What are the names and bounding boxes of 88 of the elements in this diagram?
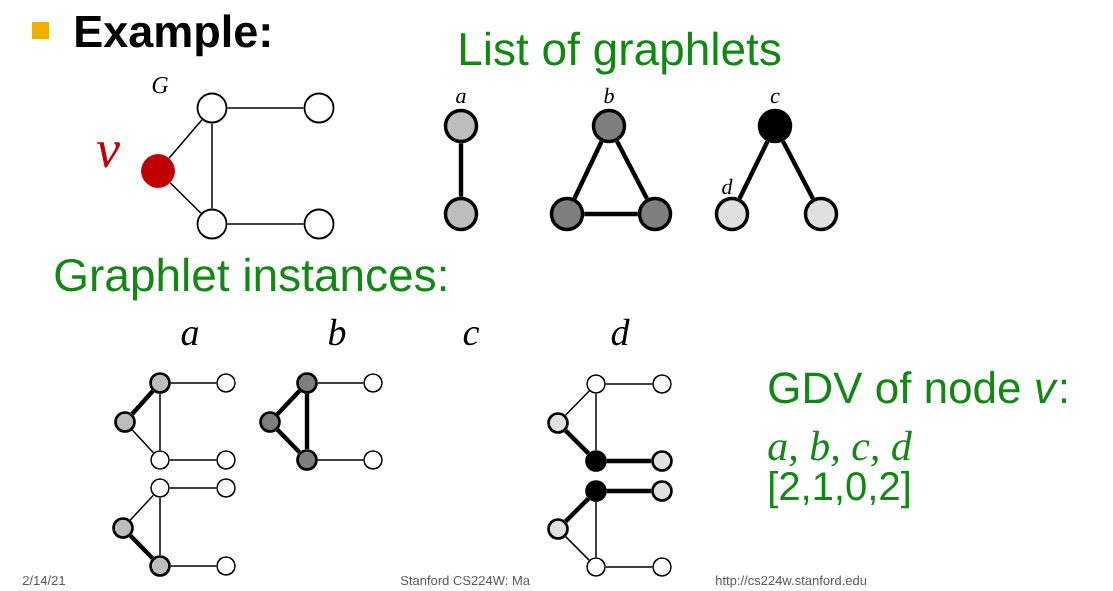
graph-node bbox=[651, 450, 673, 472]
graph-node bbox=[586, 374, 606, 394]
graph-edge bbox=[169, 487, 217, 489]
graph-edge bbox=[169, 182, 202, 214]
graph-edge bbox=[606, 488, 652, 494]
graph-node bbox=[149, 555, 171, 577]
orbit-letter: d bbox=[722, 178, 733, 195]
graph-node bbox=[652, 557, 672, 577]
slide-title: Example: bbox=[76, 14, 269, 57]
graph-edge bbox=[304, 393, 310, 450]
graph-node bbox=[637, 196, 673, 232]
graph-edge bbox=[595, 393, 597, 451]
graph-node bbox=[216, 556, 236, 576]
graph-node bbox=[259, 411, 281, 433]
graph-node bbox=[112, 517, 134, 539]
graph-node bbox=[296, 372, 318, 394]
graph-node bbox=[443, 196, 479, 232]
graph-node bbox=[586, 557, 606, 577]
orbit-letter: a bbox=[456, 92, 466, 104]
graph-node bbox=[150, 478, 170, 498]
graph-node bbox=[547, 518, 569, 540]
column-letter: d bbox=[611, 318, 630, 346]
graph-edge bbox=[226, 223, 305, 225]
graph-edge bbox=[615, 140, 649, 200]
graph-edge bbox=[564, 390, 590, 416]
footer-text: Stanford CS224W: Ma bbox=[400, 575, 530, 586]
heading: Graphlet instances: bbox=[55, 257, 446, 301]
graph-edge bbox=[129, 494, 155, 521]
graph-node bbox=[216, 478, 236, 498]
gdv-vector: [2,1,0,2] bbox=[770, 471, 909, 509]
graph-edge bbox=[159, 497, 161, 556]
graph-node bbox=[149, 372, 171, 394]
graph-node bbox=[216, 373, 236, 393]
heading: List of graphlets bbox=[461, 31, 781, 75]
graph-node bbox=[549, 196, 585, 232]
orbit-letter: c bbox=[770, 92, 780, 104]
graph-edge bbox=[168, 118, 203, 159]
graph-node bbox=[547, 412, 569, 434]
footer-url: http://cs224w.stanford.edu bbox=[716, 575, 867, 588]
graph-name: G bbox=[152, 77, 169, 94]
graph-edge bbox=[781, 140, 815, 200]
graph-edge bbox=[317, 459, 364, 461]
graph-edge bbox=[211, 122, 213, 210]
graph-node bbox=[196, 208, 228, 240]
column-letter: b bbox=[328, 318, 346, 346]
graph-node bbox=[803, 196, 839, 232]
graph-edge bbox=[130, 389, 155, 416]
graph-node bbox=[652, 374, 672, 394]
orbit-list: a, b, c, d bbox=[768, 430, 912, 467]
graph-node bbox=[216, 450, 236, 470]
graph-edge bbox=[595, 501, 597, 558]
graph-node bbox=[114, 411, 136, 433]
graph-edge bbox=[226, 107, 305, 109]
graph-edge bbox=[159, 393, 161, 451]
graph-edge bbox=[564, 497, 590, 523]
graph-edge bbox=[317, 382, 364, 384]
graph-node bbox=[585, 480, 607, 502]
graph-edge bbox=[737, 140, 770, 200]
graph-edge bbox=[128, 534, 155, 560]
column-letter: a bbox=[181, 327, 199, 346]
graph-edge bbox=[584, 211, 638, 217]
graph-node bbox=[651, 480, 673, 502]
graph-edge bbox=[564, 429, 590, 455]
graph-edge bbox=[564, 535, 590, 561]
column-letter: c bbox=[463, 327, 480, 346]
graph-node bbox=[303, 208, 335, 240]
graph-node bbox=[363, 450, 383, 470]
graph-edge bbox=[458, 143, 464, 197]
orbit-letter: b bbox=[604, 87, 614, 104]
footer-date: 2/14/21 bbox=[22, 575, 65, 586]
gdv-heading: GDV of node v: bbox=[769, 371, 1067, 404]
graph-edge bbox=[170, 382, 217, 384]
graph-edge bbox=[170, 565, 217, 567]
graph-node bbox=[585, 450, 607, 472]
graph-edge bbox=[606, 458, 652, 464]
graph-node bbox=[196, 92, 228, 124]
graph-edge bbox=[605, 566, 653, 568]
node-label: v bbox=[96, 142, 120, 168]
graph-node bbox=[303, 92, 335, 124]
graph-node bbox=[296, 449, 318, 471]
graph-edge bbox=[605, 383, 653, 385]
graph-edge bbox=[131, 429, 155, 454]
graph-node bbox=[363, 373, 383, 393]
graph-edge bbox=[275, 389, 302, 416]
graph-edge bbox=[275, 428, 302, 454]
graph-edge bbox=[572, 140, 604, 200]
graph-edge bbox=[169, 459, 217, 461]
graph-node bbox=[150, 450, 170, 470]
